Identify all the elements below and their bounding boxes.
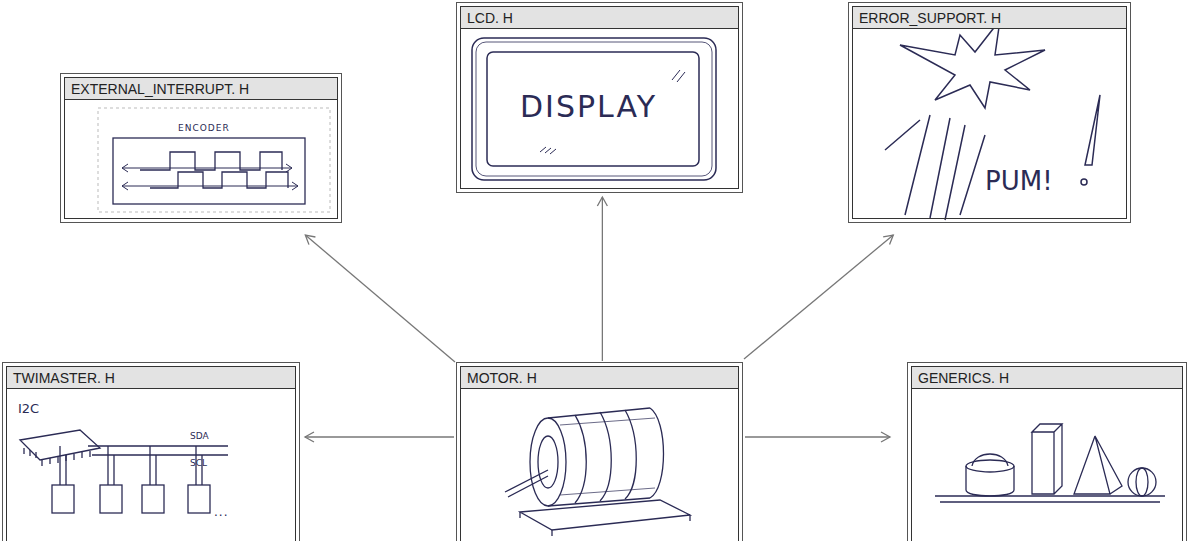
sketch-stroke: [122, 182, 298, 190]
module-box: MOTOR. H: [456, 362, 743, 541]
file-name: EXTERNAL_INTERRUPT. H: [71, 81, 249, 97]
sketch-stroke: [1128, 468, 1156, 496]
sketch-label: I2C: [18, 402, 39, 415]
file-name: LCD. H: [467, 10, 513, 26]
file-name: ERROR_SUPPORT. H: [859, 10, 1001, 26]
sketch-stroke: [650, 408, 664, 498]
sketch-stroke: [60, 446, 196, 485]
shapes-sketch: [935, 424, 1165, 502]
encoder-sketch: [98, 108, 330, 212]
sketch-stroke: [24, 448, 90, 466]
sketch-stroke: [113, 138, 305, 204]
sketch-stroke: [100, 485, 122, 513]
sketch-stroke: [548, 408, 650, 506]
sketch-stroke: [972, 454, 1008, 466]
module-box: TWIMASTER. H: [2, 362, 300, 541]
sketch-stroke: [935, 496, 1165, 502]
dependency-arrow: [305, 235, 455, 362]
sketch-stroke: [122, 164, 292, 172]
inner-border: [911, 366, 1183, 541]
sketch-stroke: [520, 512, 690, 536]
display-sketch: [472, 38, 716, 180]
sketch-stroke: [966, 466, 1014, 496]
sketch-label: PUM!: [985, 168, 1053, 194]
sketch-label: ...: [214, 506, 228, 518]
sketch-label: ENCODER: [178, 124, 230, 133]
i2c-bus-sketch: [20, 430, 228, 513]
sketch-stroke: [530, 418, 566, 506]
sketch-label: DISPLAY: [520, 92, 657, 122]
sketch-stroke: [1085, 95, 1100, 165]
module-box: EXTERNAL_INTERRUPT. H: [60, 73, 342, 223]
header-bar: GENERICS. H: [912, 367, 1182, 389]
sketch-stroke: [88, 446, 228, 455]
module-box: GENERICS. H: [907, 362, 1187, 541]
sketch-stroke: [1136, 468, 1148, 496]
dependency-arrow: [602, 197, 603, 361]
sketch-stroke: [1074, 436, 1122, 494]
sketch-stroke: [575, 410, 636, 503]
sketch-stroke: [885, 115, 985, 220]
sketch-stroke: [188, 485, 210, 513]
sketch-label: SCL: [190, 459, 207, 468]
header-bar: LCD. H: [461, 7, 738, 29]
sketch-stroke: [1032, 424, 1062, 494]
header-bar: ERROR_SUPPORT. H: [853, 7, 1126, 29]
dependency-arrow: [745, 436, 890, 437]
sketch-stroke: [520, 500, 690, 530]
dependency-arrow: [305, 436, 454, 437]
header-bar: EXTERNAL_INTERRUPT. H: [65, 78, 337, 100]
sketch-stroke: [487, 52, 699, 166]
sketch-stroke: [1081, 179, 1087, 185]
dependency-arrow: [744, 235, 893, 359]
sketch-stroke: [142, 485, 164, 513]
inner-border: [6, 366, 296, 541]
file-name: GENERICS. H: [918, 370, 1009, 386]
file-name: TWIMASTER. H: [13, 370, 115, 386]
inner-border: [460, 366, 739, 541]
sketch-stroke: [472, 38, 716, 180]
sketch-stroke: [140, 152, 282, 170]
sketch-stroke: [900, 20, 1045, 108]
explosion-sketch: [885, 20, 1100, 220]
header-bar: TWIMASTER. H: [7, 367, 295, 389]
file-name: MOTOR. H: [467, 370, 537, 386]
sketch-stroke: [52, 485, 74, 513]
sketch-stroke: [505, 470, 548, 497]
sketch-stroke: [476, 42, 712, 176]
sketch-stroke: [66, 455, 202, 485]
sketch-stroke: [560, 418, 655, 495]
motor-sketch: [505, 408, 690, 536]
header-bar: MOTOR. H: [461, 367, 738, 389]
sketch-label: SDA: [190, 432, 209, 441]
sketch-stroke: [98, 108, 330, 212]
